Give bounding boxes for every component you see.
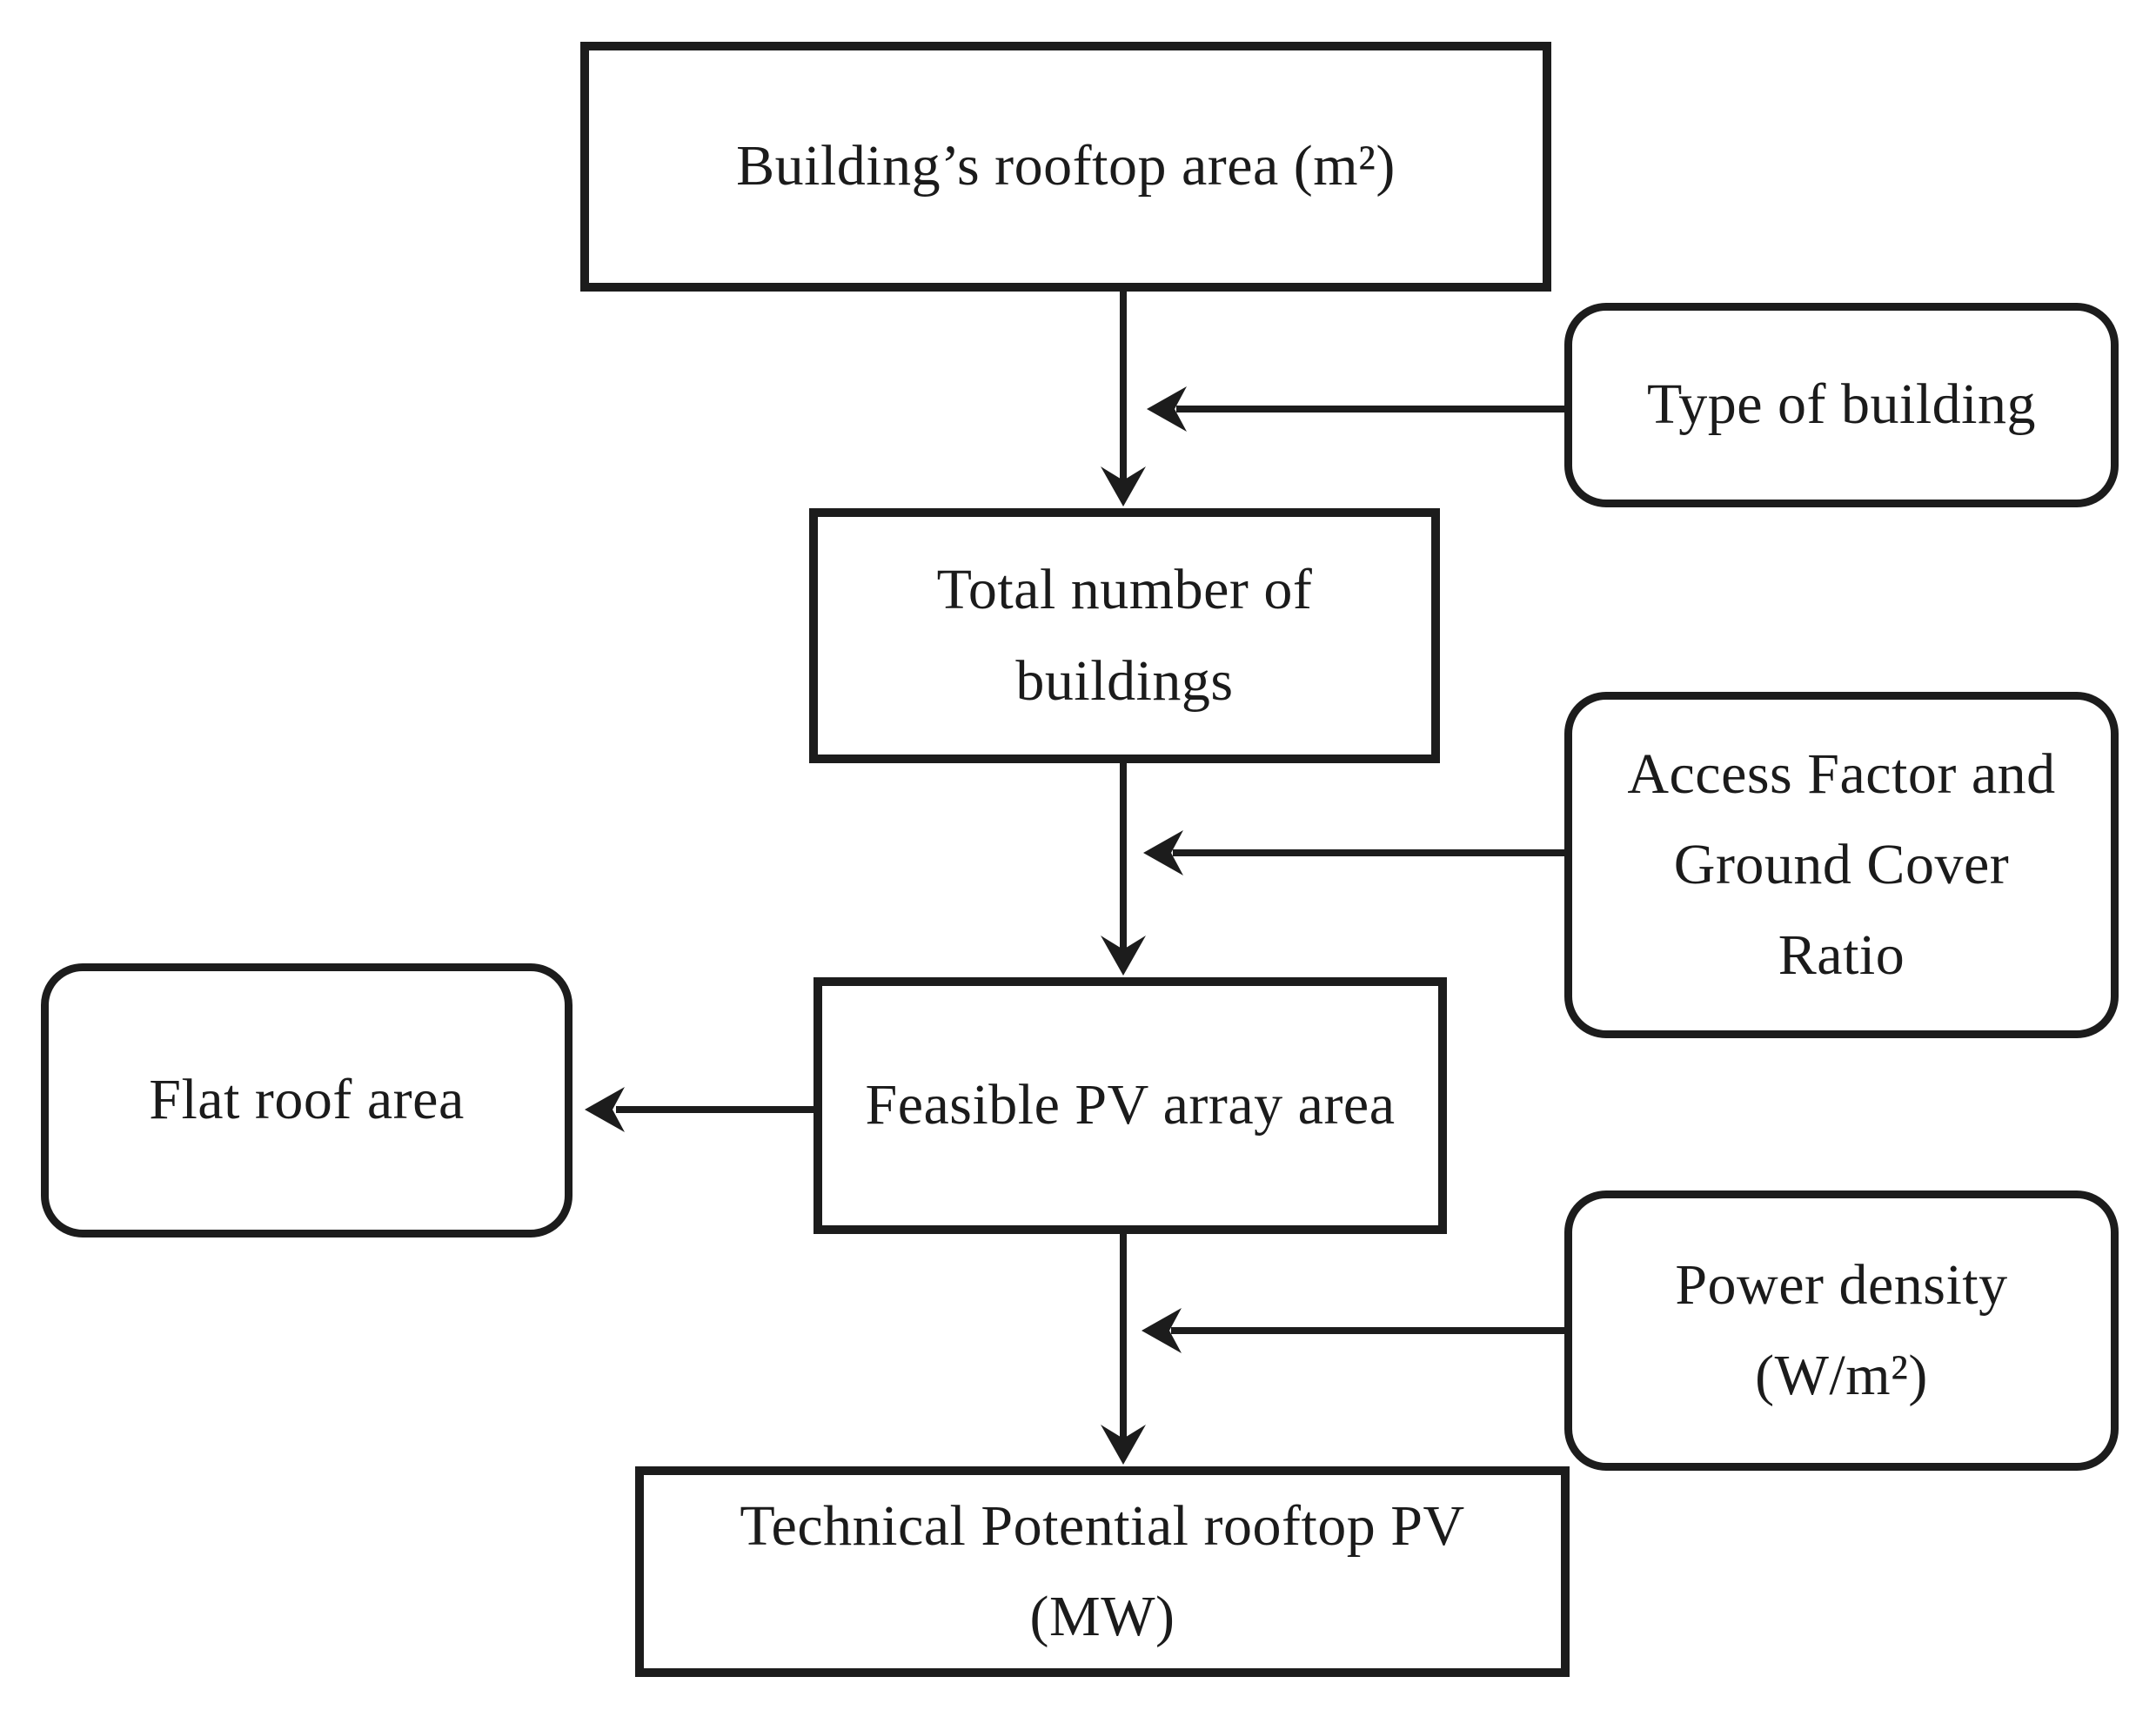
arrowhead-left-from-power-density-icon bbox=[1142, 1308, 1182, 1353]
arrowhead-down-into-feasible-pv-icon bbox=[1101, 936, 1146, 976]
arrowhead-left-from-type-of-building-icon bbox=[1147, 386, 1187, 432]
node-total-number-of-buildings-label-line2: buildings bbox=[1015, 648, 1234, 713]
arrowhead-left-from-access-factor-icon bbox=[1143, 830, 1183, 875]
node-buildings-rooftop-area-label: Building’s rooftop area (m²) bbox=[736, 134, 1396, 198]
node-power-density-label-line2: (W/m²) bbox=[1755, 1344, 1928, 1407]
node-total-number-of-buildings-label-line1: Total number of bbox=[936, 558, 1313, 622]
node-access-factor-label-line3: Ratio bbox=[1778, 923, 1905, 988]
node-technical-potential-rooftop-pv: Technical Potential rooftop PV (MW) bbox=[635, 1466, 1570, 1677]
arrowhead-down-into-total-buildings-icon bbox=[1101, 466, 1146, 506]
node-feasible-pv-array-area-label: Feasible PV array area bbox=[865, 1073, 1396, 1137]
node-access-factor-label-line2: Ground Cover bbox=[1673, 832, 2010, 896]
node-access-factor-label-line1: Access Factor and bbox=[1627, 741, 2056, 806]
arrowhead-down-into-technical-potential-icon bbox=[1101, 1425, 1146, 1465]
node-technical-potential-label-line1: Technical Potential rooftop PV bbox=[740, 1493, 1465, 1558]
node-total-number-of-buildings: Total number of buildings bbox=[809, 508, 1440, 763]
node-technical-potential-label-line2: (MW) bbox=[1029, 1585, 1175, 1648]
node-power-density-label-line1: Power density bbox=[1675, 1252, 2008, 1317]
node-flat-roof-area: Flat roof area bbox=[41, 963, 572, 1237]
node-type-of-building-label: Type of building bbox=[1647, 372, 2036, 437]
node-access-factor-ground-cover-ratio: Access Factor and Ground Cover Ratio bbox=[1564, 692, 2119, 1038]
node-power-density: Power density (W/m²) bbox=[1564, 1190, 2119, 1471]
node-buildings-rooftop-area: Building’s rooftop area (m²) bbox=[580, 42, 1551, 292]
arrowhead-left-into-flat-roof-icon bbox=[585, 1087, 625, 1132]
node-feasible-pv-array-area: Feasible PV array area bbox=[814, 977, 1447, 1234]
node-flat-roof-area-label: Flat roof area bbox=[149, 1068, 465, 1132]
node-type-of-building: Type of building bbox=[1564, 303, 2119, 507]
